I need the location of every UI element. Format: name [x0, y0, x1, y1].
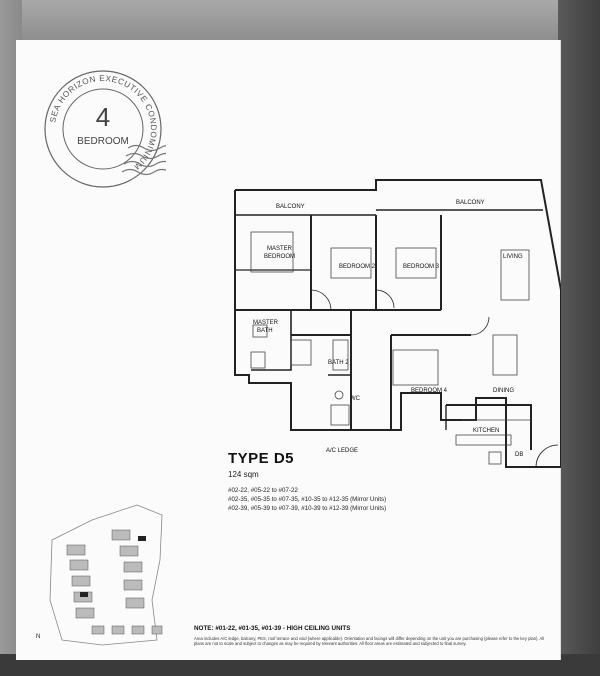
room-label-master-bedroom-1: MASTER: [267, 246, 293, 252]
cancellation-wave-icon: [121, 144, 166, 176]
room-label-ac-ledge: A/C LEDGE: [326, 448, 358, 454]
room-label-bedroom-2: BEDROOM 2: [339, 264, 376, 270]
unit-type-title: TYPE D5: [228, 450, 295, 467]
room-label-bath-2: BATH 2: [328, 360, 349, 366]
high-ceiling-note: NOTE: #01-22, #01-35, #01-39 - HIGH CEIL…: [194, 625, 351, 632]
stamp-number: 4: [96, 102, 110, 132]
room-label-balcony-left: BALCONY: [276, 204, 305, 210]
room-label-living: LIVING: [503, 254, 523, 260]
floorplan-sheet: SEA HORIZON EXECUTIVE CONDOMINIUM 4 BEDR…: [16, 40, 561, 660]
room-label-master-bath-1: MASTER: [253, 320, 279, 326]
room-label-master-bath-2: BATH: [257, 328, 273, 334]
room-label-kitchen: KITCHEN: [473, 428, 499, 434]
furniture-icons: [250, 231, 531, 465]
unit-list-line-2: #02-35, #05-35 to #07-35, #10-35 to #12-…: [228, 496, 387, 503]
room-label-wc: WC: [350, 396, 361, 402]
postmark-stamp-icon: SEA HORIZON EXECUTIVE CONDOMINIUM 4 BEDR…: [44, 70, 166, 188]
unit-list-line-1: #02-22, #05-22 to #07-22: [228, 487, 298, 494]
room-label-db: DB: [515, 452, 523, 458]
room-label-bedroom-3: BEDROOM 3: [403, 264, 440, 270]
disclaimer-text: Area includes A/C ledge, balcony, PES, r…: [194, 636, 545, 647]
north-arrow-icon: N: [36, 634, 41, 640]
room-label-dining: DINING: [493, 388, 514, 394]
floor-plan-drawing: BALCONY BALCONY MASTER BEDROOM BEDROOM 2…: [234, 179, 561, 468]
key-plan-map: [49, 504, 163, 646]
room-label-balcony-right: BALCONY: [456, 200, 485, 206]
frame-right-bevel: [558, 0, 600, 676]
room-label-master-bedroom-2: BEDROOM: [264, 254, 295, 260]
outer-wall: [234, 190, 561, 468]
room-label-bedroom-4: BEDROOM 4: [411, 388, 448, 394]
highlighted-unit-icons: [80, 536, 146, 597]
unit-size: 124 sqm: [228, 470, 259, 479]
outer-wall-top: [235, 179, 561, 467]
frame-top-bevel: [0, 0, 600, 40]
block-icons: [66, 529, 163, 635]
unit-list-line-3: #02-39, #05-39 to #07-39, #10-39 to #12-…: [228, 505, 387, 512]
stamp-label: BEDROOM: [77, 136, 129, 147]
